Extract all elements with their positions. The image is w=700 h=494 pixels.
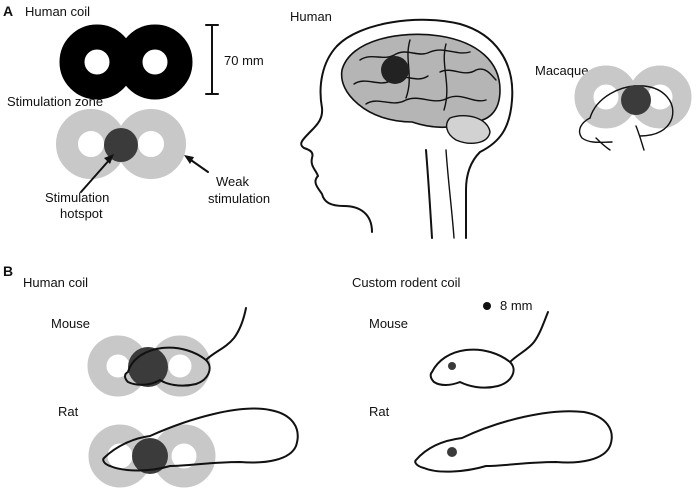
panel-b-letter: B bbox=[3, 263, 13, 279]
scale-label-70mm: 70 mm bbox=[224, 53, 264, 68]
rat-label-left: Rat bbox=[58, 404, 79, 419]
human-head-illustration bbox=[300, 18, 514, 239]
macaque-label: Macaque bbox=[535, 63, 588, 78]
human-coil-label-a: Human coil bbox=[25, 4, 90, 19]
rat-human-coil-hotspot bbox=[132, 438, 168, 474]
custom-coil-scale-dot bbox=[483, 302, 491, 310]
rat-label-right: Rat bbox=[369, 404, 390, 419]
mouse-label-left: Mouse bbox=[51, 316, 90, 331]
human-stimulation-spot bbox=[381, 56, 409, 84]
stimulation-zone-label: Stimulation zone bbox=[7, 94, 103, 109]
stimulation-zone-coil bbox=[56, 109, 186, 179]
custom-coil-scale-label: 8 mm bbox=[500, 298, 533, 313]
panel-a-letter: A bbox=[3, 3, 13, 19]
human-coil-label-b: Human coil bbox=[23, 275, 88, 290]
rat-custom-coil bbox=[414, 410, 613, 473]
mouse-human-coil bbox=[87, 307, 247, 397]
hotspot-label-line1: Stimulation bbox=[45, 190, 109, 205]
macaque-stimulation-spot bbox=[621, 85, 651, 115]
weak-label-line2: stimulation bbox=[208, 191, 270, 206]
stimulation-hotspot bbox=[104, 128, 138, 162]
weak-stimulation-arrow bbox=[184, 155, 209, 173]
mouse-custom-coil-hotspot bbox=[448, 362, 456, 370]
hotspot-label-line2: hotspot bbox=[60, 206, 103, 221]
mouse-custom-coil bbox=[429, 311, 549, 389]
rat-custom-coil-hotspot bbox=[447, 447, 457, 457]
human-cerebellum bbox=[445, 114, 491, 144]
human-label: Human bbox=[290, 9, 332, 24]
mouse-label-right: Mouse bbox=[369, 316, 408, 331]
scale-bar-70mm bbox=[205, 24, 219, 95]
hotspot-arrow bbox=[80, 154, 114, 193]
rat-human-coil bbox=[88, 407, 299, 488]
weak-label-line1: Weak bbox=[216, 174, 249, 189]
macaque-illustration bbox=[574, 65, 692, 151]
custom-coil-label: Custom rodent coil bbox=[352, 275, 460, 290]
human-coil-black bbox=[59, 24, 193, 100]
